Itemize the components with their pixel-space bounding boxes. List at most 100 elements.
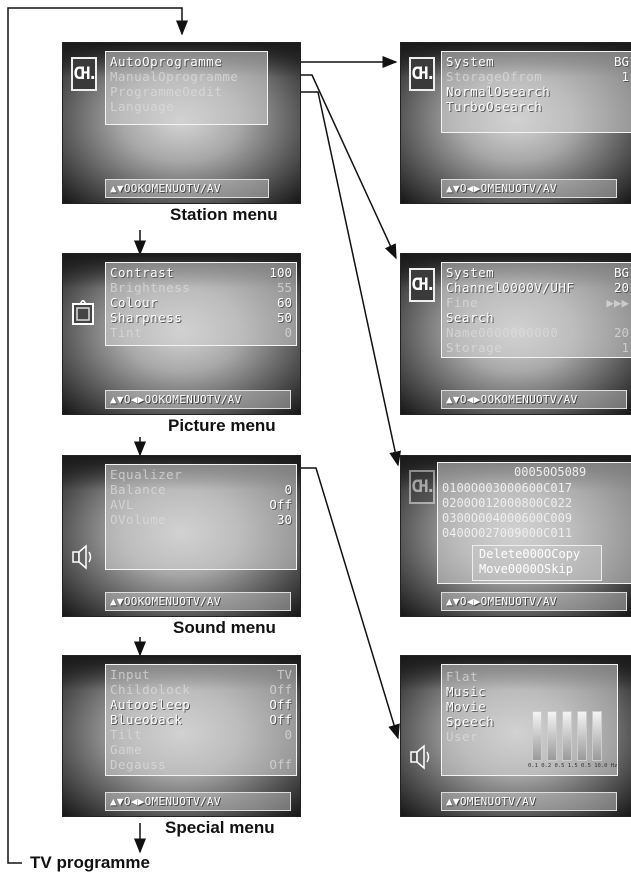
eq-mode-item[interactable]: User — [446, 729, 479, 744]
special-item-value: Off — [269, 682, 292, 697]
eq-band[interactable] — [532, 711, 542, 761]
picture-item-value: 0 — [284, 325, 292, 340]
special-menu-caption: Special menu — [165, 818, 275, 837]
auto-nav-bar: ▲▼O◀▶OMENUOTV/AV — [441, 179, 617, 198]
special-item-value: Off — [269, 712, 292, 727]
manual-item-value: 1 — [621, 340, 629, 355]
eq-frequency-scale: 0.1 0.2 0.5 1.5 0.5 10.0 Hz — [528, 763, 618, 769]
manual-item-value: BG — [613, 265, 629, 280]
arrow-manual — [300, 74, 397, 260]
picture-menu-caption: Picture menu — [168, 416, 276, 435]
eq-mode-item[interactable]: Speech — [446, 714, 495, 729]
menu-item-auto-programme[interactable]: AutoOprogramme — [110, 54, 223, 69]
sound-nav-bar: ▲▼OOKOMENUOTV/AV — [105, 592, 291, 611]
equalizer-list: Flat Music Movie Speech User 0.1 0.2 0.5… — [441, 664, 618, 776]
programme-edit-screen: CH. 00050O5089 0100O003000600C017 0200O0… — [400, 455, 631, 617]
menu-item-language[interactable]: Language — [110, 99, 175, 114]
manual-programme-screen: CH. System BG Channel0000V/UHF 20 Fine ▶… — [400, 253, 631, 415]
picture-item-label[interactable]: Sharpness — [110, 310, 183, 325]
speaker-icon — [410, 744, 430, 770]
special-item-label[interactable]: Game — [110, 742, 143, 757]
sound-item-value: 30 — [276, 512, 292, 527]
speaker-icon — [72, 544, 92, 570]
manual-item-label[interactable]: Name0000000000 — [446, 325, 559, 340]
channel-icon: CH. — [409, 470, 436, 504]
picture-item-label[interactable]: Contrast — [110, 265, 175, 280]
manual-item-value: ▶▶▶ — [606, 295, 629, 310]
sound-item-label[interactable]: Balance — [110, 482, 167, 497]
edit-table-header: 00050O5089 — [514, 465, 587, 479]
special-menu-list: Input TV Childolock Off Autoosleep Off B… — [105, 664, 297, 776]
picture-item-label[interactable]: Tint — [110, 325, 143, 340]
menu-item-programme-edit[interactable]: ProgrammeOedit — [110, 84, 223, 99]
auto-item-label[interactable]: NormalOsearch — [446, 84, 551, 99]
special-item-label[interactable]: Blueoback — [110, 712, 183, 727]
special-item-label[interactable]: Degauss — [110, 757, 167, 772]
special-item-label[interactable]: Childolock — [110, 682, 191, 697]
eq-mode-item[interactable]: Music — [446, 684, 487, 699]
manual-item-label[interactable]: Channel0000V/UHF — [446, 280, 575, 295]
channel-icon: CH. — [71, 57, 98, 91]
eq-band[interactable] — [577, 711, 587, 761]
equalizer-nav-bar: ▲▼OMENUOTV/AV — [441, 792, 617, 811]
arrow-edit — [300, 91, 402, 467]
eq-mode-item[interactable]: Flat — [446, 669, 479, 684]
eq-band[interactable] — [562, 711, 572, 761]
manual-item-label[interactable]: Fine — [446, 295, 479, 310]
manual-item-value: 20 — [613, 280, 629, 295]
picture-item-label[interactable]: Brightness — [110, 280, 191, 295]
picture-item-value: 55 — [276, 280, 292, 295]
arrow-equalizer — [296, 467, 400, 740]
equalizer-screen: Flat Music Movie Speech User 0.1 0.2 0.5… — [400, 655, 631, 817]
channel-icon: CH. — [409, 268, 436, 302]
sound-item-label[interactable]: Equalizer — [110, 467, 183, 482]
picture-item-value: 100 — [269, 265, 292, 280]
edit-action-buttons: Delete000OCopy Move0000OSkip — [472, 545, 602, 581]
auto-item-label[interactable]: TurboOsearch — [446, 99, 543, 114]
special-item-value: TV — [276, 667, 292, 682]
special-item-label[interactable]: Autoosleep — [110, 697, 191, 712]
station-menu-list: AutoOprogramme ManualOprogramme Programm… — [105, 51, 268, 125]
manual-programme-list: System BG Channel0000V/UHF 20 Fine ▶▶▶ S… — [441, 262, 631, 358]
sound-item-label[interactable]: OVolume — [110, 512, 167, 527]
picture-menu-screen: Contrast 100 Brightness 55 Colour 60 Sha… — [62, 253, 301, 415]
sound-menu-screen: Equalizer Balance 0 AVL Off OVolume 30 ▲… — [62, 455, 301, 617]
delete-copy-row[interactable]: Delete000OCopy — [479, 547, 581, 561]
special-item-value: Off — [269, 697, 292, 712]
sound-menu-caption: Sound menu — [173, 618, 276, 637]
menu-item-manual-programme[interactable]: ManualOprogramme — [110, 69, 239, 84]
eq-band-bars — [532, 711, 612, 761]
manual-item-label[interactable]: System — [446, 265, 495, 280]
auto-item-label[interactable]: StorageOfrom — [446, 69, 543, 84]
edit-table-row[interactable]: 0200O012000800C022 — [442, 496, 573, 510]
loop-line — [7, 7, 188, 864]
special-item-label[interactable]: Tilt — [110, 727, 143, 742]
special-item-value: Off — [269, 757, 292, 772]
eq-band[interactable] — [547, 711, 557, 761]
edit-table-row[interactable]: 0300O004000600C009 — [442, 511, 573, 525]
sound-item-label[interactable]: AVL — [110, 497, 135, 512]
edit-nav-bar: ▲▼O◀▶OMENUOTV/AV — [441, 592, 627, 611]
manual-item-label[interactable]: Search — [446, 310, 495, 325]
picture-item-value: 60 — [276, 295, 292, 310]
auto-programme-list: System BG StorageOfrom 1 NormalOsearch T… — [441, 51, 631, 133]
station-nav-bar: ▲▼OOKOMENUOTV/AV — [105, 179, 269, 198]
special-menu-screen: Input TV Childolock Off Autoosleep Off B… — [62, 655, 301, 817]
edit-table-row[interactable]: 0400O027009000C011 — [442, 526, 573, 540]
move-skip-row[interactable]: Move0000OSkip — [479, 562, 573, 576]
sound-item-value: Off — [269, 497, 292, 512]
auto-item-label[interactable]: System — [446, 54, 495, 69]
special-item-label[interactable]: Input — [110, 667, 151, 682]
picture-item-label[interactable]: Colour — [110, 295, 159, 310]
auto-programme-screen: CH. System BG StorageOfrom 1 NormalOsear… — [400, 42, 631, 204]
station-menu-caption: Station menu — [170, 205, 278, 224]
eq-band[interactable] — [592, 711, 602, 761]
picture-nav-bar: ▲▼O◀▶OOKOMENUOTV/AV — [105, 390, 291, 409]
auto-item-value: 1 — [621, 69, 629, 84]
edit-table-row[interactable]: 0100O003000600C017 — [442, 481, 573, 495]
manual-item-label[interactable]: Storage — [446, 340, 503, 355]
special-item-value: 0 — [284, 727, 292, 742]
programme-edit-table: 00050O5089 0100O003000600C017 0200O01200… — [437, 462, 631, 584]
eq-mode-item[interactable]: Movie — [446, 699, 487, 714]
